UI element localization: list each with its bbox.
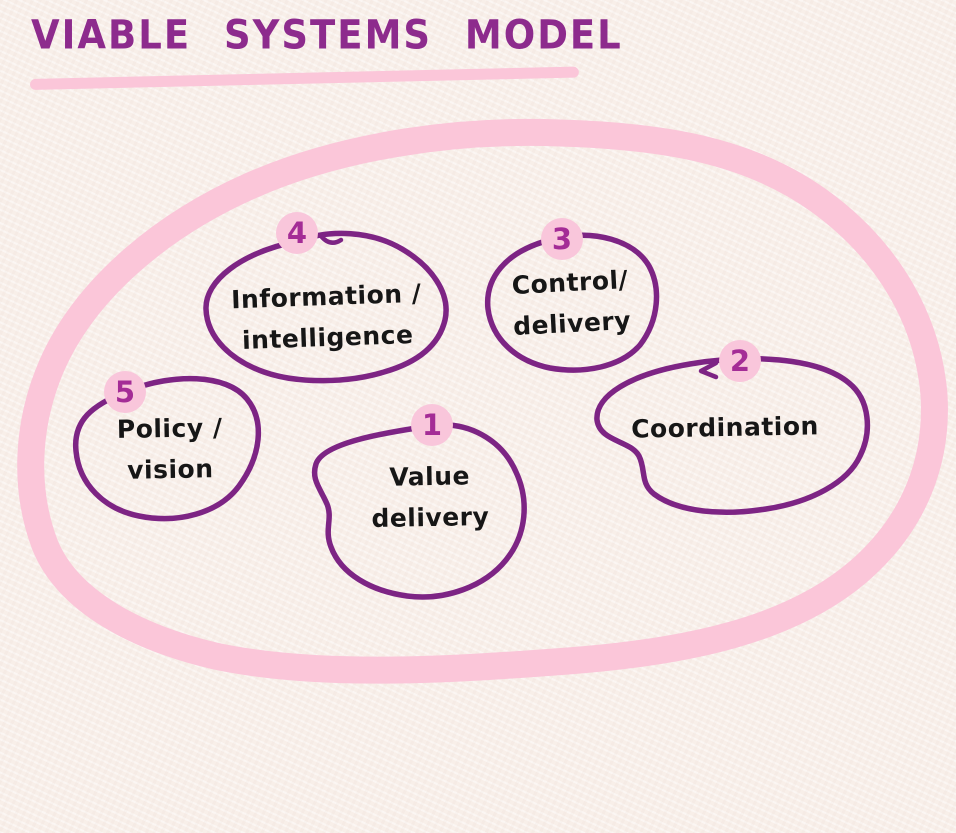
label-line: vision (126, 454, 214, 485)
badge-circle-5 (104, 371, 146, 413)
node-value-delivery: 1 (311, 404, 527, 600)
node-outline-policy-vision (72, 375, 262, 522)
label-line: intelligence (241, 320, 414, 355)
pen-tick-mark (318, 233, 344, 245)
node-outline-information-intelligence (203, 230, 449, 384)
node-policy-vision: 5 (72, 371, 262, 522)
node-information-intelligence: 4 (203, 212, 449, 384)
node-label-coordination: Coordination (595, 405, 856, 451)
badge-circle-1 (411, 404, 453, 446)
outer-boundary-blob (17, 118, 948, 684)
node-outline-value-delivery (311, 422, 527, 600)
badge-circle-4 (276, 212, 318, 254)
badge-circle-2 (719, 340, 761, 382)
label-line: delivery (371, 501, 490, 534)
badge-number-3: 3 (552, 222, 572, 256)
node-label-value-delivery: Value delivery (329, 454, 530, 539)
node-coordination: 2 (594, 340, 871, 515)
badge-number-5: 5 (115, 375, 135, 409)
label-line: Value (389, 461, 471, 492)
badge-circle-3 (541, 218, 583, 260)
label-line: Policy / (116, 413, 223, 444)
node-outline-control-delivery (484, 232, 660, 373)
badge-number-2: 2 (730, 344, 750, 378)
diagram-title: VIABLE SYSTEMS MODEL (31, 12, 623, 59)
badge-number-1: 1 (422, 408, 442, 442)
badge-number-4: 4 (287, 216, 307, 250)
node-label-control-delivery: Control/ delivery (479, 257, 663, 348)
arrowhead-pen-mark (698, 360, 719, 380)
node-outline-coordination (594, 355, 871, 515)
node-control-delivery: 3 (484, 218, 660, 373)
node-label-policy-vision: Policy / vision (79, 406, 260, 491)
node-label-information-intelligence: Information / intelligence (206, 272, 449, 362)
label-line: Coordination (630, 411, 820, 444)
